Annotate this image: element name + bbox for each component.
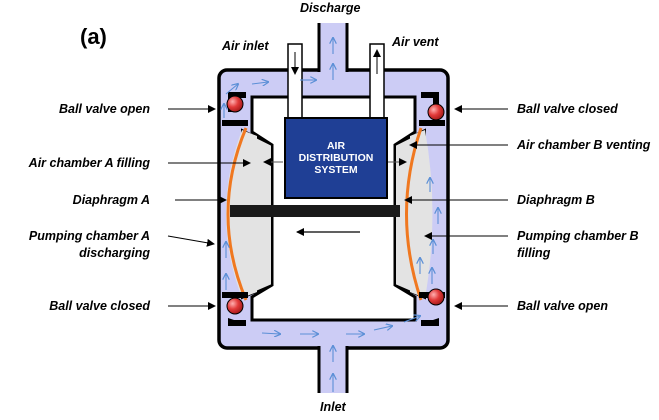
air-distribution-box-text: AIR DISTRIBUTION SYSTEM: [285, 118, 387, 198]
right-ball-valve-top-label: Ball valve closed: [517, 102, 618, 116]
inlet-label: Inlet: [320, 400, 346, 414]
left-ball-valve-bottom-label: Ball valve closed: [49, 299, 150, 313]
box-line-1: AIR: [326, 140, 346, 152]
panel-label: (a): [80, 24, 107, 49]
box-line-2: DISTRIBUTION: [298, 152, 374, 164]
connecting-rod: [230, 205, 400, 217]
left-pumping-chamber-line2: discharging: [79, 246, 150, 260]
left-pumping-chamber-line1: Pumping chamber A: [28, 229, 150, 243]
ball-valve-bottom-left: [226, 297, 244, 315]
right-diaphragm-label: Diaphragm B: [517, 193, 595, 207]
left-diaphragm-label: Diaphragm A: [72, 193, 150, 207]
ball-valve-top-right: [427, 103, 445, 121]
right-pumping-chamber-line1: Pumping chamber B: [517, 229, 639, 243]
air-inlet-label: Air inlet: [222, 39, 269, 53]
right-air-chamber-label: Air chamber B venting: [517, 138, 651, 152]
box-line-3: SYSTEM: [314, 164, 358, 176]
right-pumping-chamber-line2: filling: [517, 246, 551, 260]
ball-valve-bottom-right: [427, 288, 445, 306]
air-distribution-box: [284, 117, 388, 199]
left-ball-valve-top-label: Ball valve open: [58, 102, 150, 116]
right-ball-valve-bottom-label: Ball valve open: [517, 299, 609, 313]
ball-valve-top-left: [226, 95, 244, 113]
flow-arrows: [224, 38, 438, 392]
left-air-chamber-label: Air chamber A filling: [28, 156, 150, 170]
diaphragm-a-shape: [226, 127, 248, 301]
air-vent-label: Air vent: [392, 35, 439, 49]
leader-arrows: [167, 105, 508, 310]
discharge-label: Discharge: [300, 1, 361, 15]
